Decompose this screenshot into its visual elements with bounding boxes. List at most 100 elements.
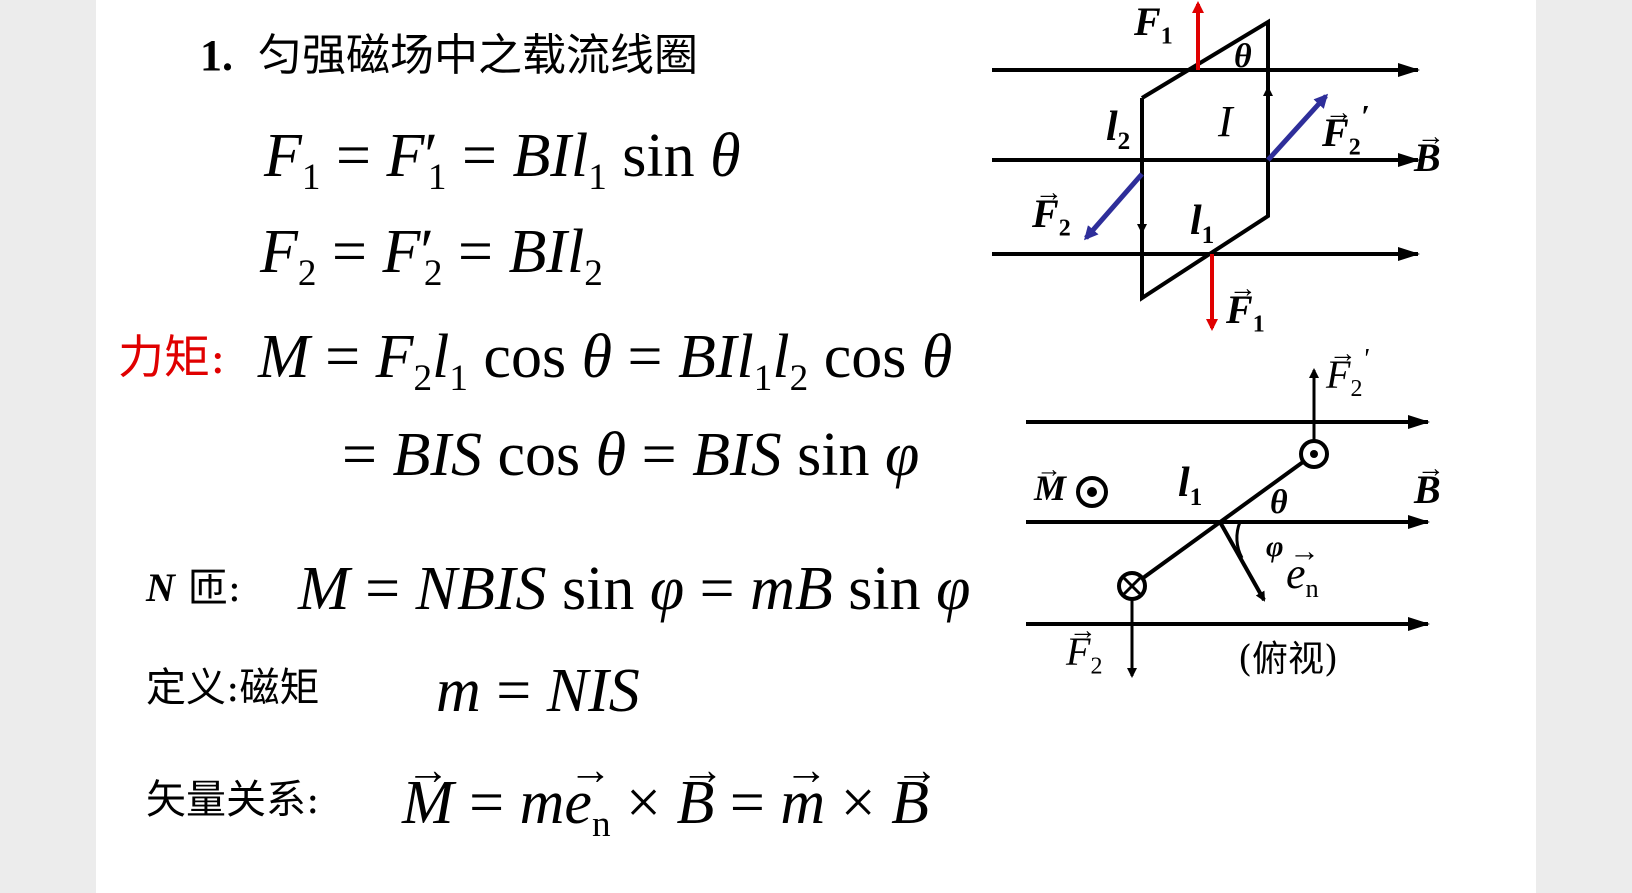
vector-label: 矢量关系: (146, 777, 320, 823)
label-b-top-letter: B (1414, 123, 1444, 178)
label-f1-bot-sub: 1 (1252, 311, 1265, 338)
eq1-lhs: F (264, 122, 302, 190)
torque-out-symbol (1076, 476, 1108, 508)
label-en-sub: n (1305, 573, 1319, 604)
torque-label: 力矩: (118, 330, 226, 384)
label-f2p-tv-letter: F (1326, 340, 1357, 395)
current-out-symbol (1299, 439, 1329, 469)
t1-cos: cos (467, 323, 582, 391)
t1-bil-sub: 1 (753, 358, 773, 400)
t2-bis2: BIS (692, 421, 782, 489)
label-current-i: I (1218, 97, 1233, 146)
vec-mm: m (519, 769, 565, 837)
vec-m: M (402, 749, 454, 834)
eq2-bil-sub: 2 (584, 253, 603, 295)
t1-cos2: cos (808, 323, 922, 391)
label-l1-sub: 1 (1201, 221, 1215, 249)
vec-eq2: = (714, 769, 781, 837)
coil-top-view (1130, 452, 1316, 588)
n-turns-equation: M = NBIS sin φ = mB sin φ (298, 558, 970, 620)
label-f2p-sub: 2 (1348, 134, 1361, 161)
definition-equation: m = NIS (436, 660, 640, 722)
label-f1-top-sub: 1 (1160, 23, 1173, 50)
label-l2: l2 (1106, 106, 1130, 154)
label-l2-sub: 2 (1117, 127, 1131, 155)
n-label: 匝: (174, 565, 242, 611)
field-lines-top (992, 63, 1420, 261)
eq2-lhs-sub: 2 (297, 253, 317, 295)
n-eq: = (349, 555, 416, 623)
t1-l-sub: 1 (449, 358, 468, 400)
eq1-bil-sub: 1 (588, 157, 607, 199)
field-lines-bottom (1026, 415, 1430, 631)
eq1-sin: sin (606, 122, 711, 190)
equation-f1: F1 = F′1 = BIl1 sin θ (264, 125, 741, 196)
t2-theta: θ (595, 421, 627, 489)
def-eq: = (480, 657, 547, 725)
n-nbis: NBIS (415, 555, 547, 623)
force-f2-prime-arrow (1266, 93, 1329, 162)
eq2-eq2: = (442, 218, 509, 286)
def-nis: NIS (546, 657, 640, 725)
label-theta-topview: θ (1270, 484, 1288, 521)
vec-e-sub: n (591, 804, 611, 846)
n-m: M (298, 555, 350, 623)
t1-eq: = (309, 323, 376, 391)
label-f1-top-letter: F (1134, 0, 1161, 44)
t2-bis: BIS (392, 421, 482, 489)
label-f2p-prime: ′ (1360, 98, 1370, 134)
def-m: m (436, 657, 481, 725)
eq1-lhs-sub: 1 (301, 157, 321, 199)
label-f2-sub: 2 (1058, 215, 1071, 242)
definition-label: 定义:磁矩 (146, 665, 320, 711)
current-in-symbol (1117, 571, 1147, 601)
eq2-bil: BIl (508, 218, 585, 286)
n-turns-label: N 匝: (146, 565, 242, 611)
eq1-bil: BIl (512, 122, 589, 190)
heading: 1. 匀强磁场中之载流线圈 (200, 34, 698, 78)
t1-theta: θ (581, 323, 613, 391)
eq1-eq2: = (446, 122, 513, 190)
vector-equation: M = men × B = m × B (402, 749, 939, 846)
phi-angle-arc (1235, 521, 1244, 559)
label-l1-topview: l1 (1178, 462, 1202, 510)
n-sin2: sin (832, 555, 937, 623)
label-l2-letter: l (1106, 104, 1118, 150)
eq2-eq: = (316, 218, 383, 286)
n-phi: φ (649, 555, 685, 623)
t2-cos: cos (482, 421, 596, 489)
torque-line1: M = F2l1 cos θ = BIl1l2 cos θ (258, 326, 952, 397)
t2-eq: = (342, 421, 393, 489)
label-l1-top: l1 (1190, 200, 1214, 248)
vec-times2: × (825, 769, 892, 837)
t1-bil: BIl (678, 323, 754, 391)
label-b-topview: B (1414, 455, 1444, 510)
n-eq2: = (684, 555, 751, 623)
label-f2-top: F2 (1032, 179, 1071, 242)
eq2-mid: F (382, 218, 421, 286)
eq1-theta: θ (710, 122, 741, 190)
caption-top-view: (俯视) (1238, 639, 1339, 680)
label-f2-tv-sub: 2 (1090, 653, 1103, 680)
force-f2-arrow (1084, 172, 1144, 241)
label-f2-tv-letter: F (1066, 617, 1097, 672)
label-l1-letter: l (1190, 198, 1202, 244)
eq1-eq: = (320, 122, 387, 190)
label-phi-topview: φ (1266, 530, 1284, 563)
vec-eq: = (453, 769, 520, 837)
label-f1-bot-letter: F (1226, 275, 1256, 330)
t1-eq2: = (612, 323, 679, 391)
label-en-topview: en (1286, 536, 1319, 604)
vec-e: e (564, 749, 611, 834)
label-f2p-tv-prime: ' (1362, 344, 1369, 375)
eq2-prime: ′ (420, 218, 434, 286)
n-sin: sin (546, 555, 650, 623)
t1-l: l (432, 323, 450, 391)
slide: 1. 匀强磁场中之载流线圈 F1 = F′1 = BIl1 sin θ F2 =… (96, 0, 1536, 893)
eq1-prime: ′ (424, 122, 438, 190)
torque-line2: = BIS cos θ = BIS sin φ (342, 424, 919, 486)
vec-times: × (610, 769, 677, 837)
label-f1-bottom: F1 (1226, 275, 1265, 338)
equation-f2: F2 = F′2 = BIl2 (260, 221, 603, 292)
label-m-topview: M (1034, 457, 1066, 506)
